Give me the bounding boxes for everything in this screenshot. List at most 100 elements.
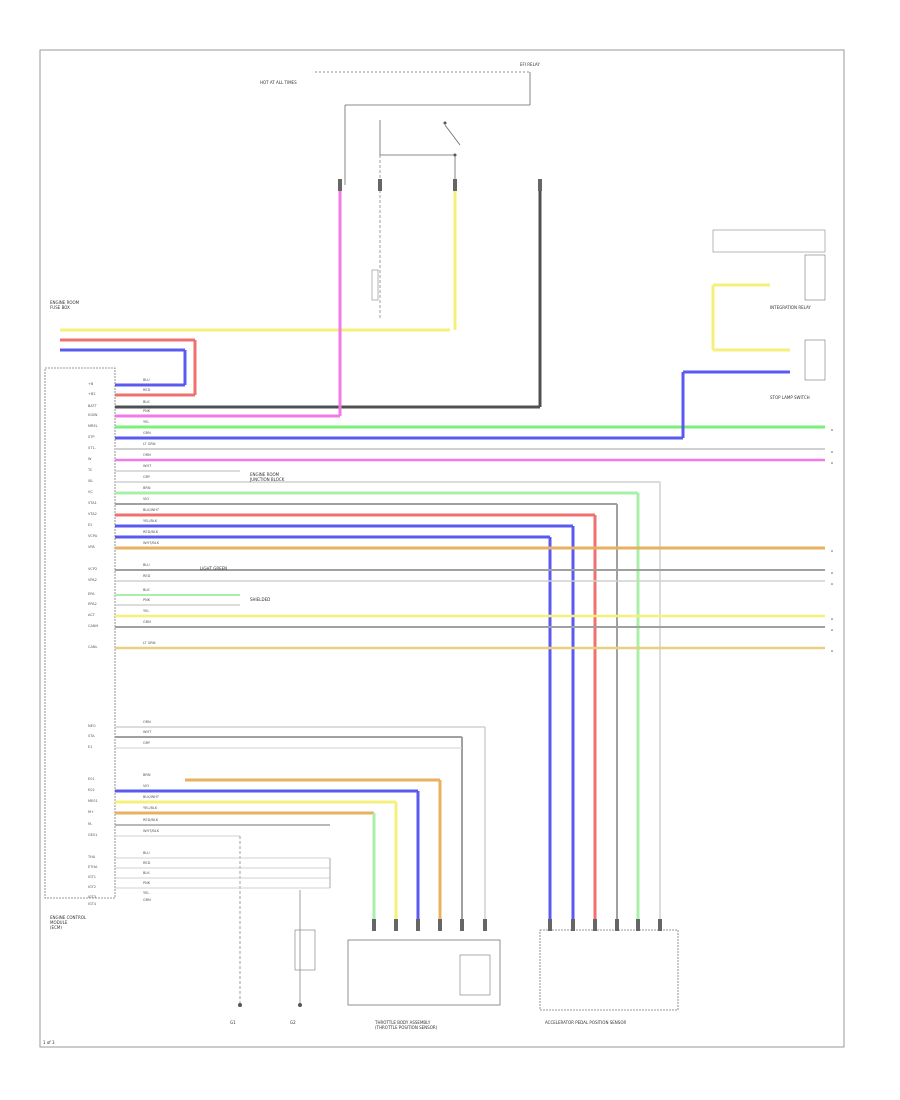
ecm-pin-label: MREL (88, 424, 98, 428)
connector-terminal (538, 179, 542, 191)
ecm-pin-label: IGSW (88, 413, 98, 417)
wire-code-label: BLK (143, 871, 150, 875)
note-light-green: LIGHT GREEN (200, 566, 228, 571)
wire-code-label: PNK (143, 598, 151, 602)
continuation-mark (831, 618, 833, 620)
page-number: 1 of 3 (43, 1040, 55, 1045)
continuation-mark (831, 462, 833, 464)
relay-terminal (443, 121, 447, 125)
ground-point-left (238, 1003, 242, 1007)
relay-label: EFI RELAY (520, 62, 540, 67)
ground-left-label: G1 (230, 1020, 236, 1025)
ecm-label: ENGINE CONTROL MODULE (ECM) (50, 915, 87, 930)
ecm-pin-label: VTA2 (88, 512, 97, 516)
wire-code-label: LT GRN (143, 641, 156, 645)
wire-code-label: RED (143, 574, 151, 578)
wire-code-label: BRN (143, 486, 151, 490)
connector-terminal (460, 919, 464, 931)
connector-terminal (378, 179, 382, 191)
ground-point-right (298, 1003, 302, 1007)
ecm-pin-label: M- (88, 822, 93, 826)
wire-code-label: ORN (143, 453, 151, 457)
wire-code-label: BLK (143, 588, 150, 592)
continuation-mark (831, 550, 833, 552)
integration-relay-label: INTEGRATION RELAY (770, 305, 811, 310)
connector-terminal (372, 919, 376, 931)
ecm-pin-label: TC (88, 468, 93, 472)
continuation-mark (831, 629, 833, 631)
ecm-pin-label: VPA2 (88, 578, 97, 582)
continuation-mark (831, 572, 833, 574)
wire-code-label: BLU (143, 851, 150, 855)
fuse-box-label: ENGINE ROOM FUSE BOX (50, 300, 80, 310)
ground-right-label: G2 (290, 1020, 296, 1025)
wire-code-label: LT GRN (143, 442, 156, 446)
app-sensor-box (539, 929, 679, 1011)
wire-code-label: RED/BLK (143, 818, 159, 822)
wire-code-label: BLU (143, 563, 150, 567)
wire-code-label: RED (143, 861, 151, 865)
wire-code-label: WHT (143, 464, 152, 468)
diagram-frame (39, 49, 845, 1048)
wire-code-label: PNK (143, 409, 151, 413)
wire-code-label: ORN (143, 720, 151, 724)
wire-code-label: PNK (143, 881, 151, 885)
hot-at-all-times-label: HOT AT ALL TIMES (260, 80, 297, 85)
continuation-mark (831, 650, 833, 652)
right-fuse-box (712, 229, 826, 253)
connector-terminal (658, 919, 662, 931)
continuation-mark (831, 429, 833, 431)
connector-terminal (571, 919, 575, 931)
wire-code-label: RED/BLK (143, 530, 159, 534)
diode-box (371, 269, 379, 301)
ecm-pin-label: CANL (88, 645, 98, 649)
wire-code-label: YEL/BLK (143, 806, 158, 810)
connector-terminal (593, 919, 597, 931)
wire-code-label: WHT/BLK (143, 541, 160, 545)
ecm-pin-label: EPA (88, 592, 95, 596)
wire-code-label: YEL/BLK (143, 519, 158, 523)
stop-lamp-switch-box (804, 339, 826, 381)
wire-code-label: WHT (143, 730, 152, 734)
ecm-pin-label: VPA (88, 545, 95, 549)
wire-code-label: BLK/WHT (143, 795, 160, 799)
ecm-pin-label: IGT4 (88, 902, 96, 906)
wire-code-label: GRN (143, 620, 151, 624)
connector-terminal (483, 919, 487, 931)
ecm-pin-label: CANH (88, 624, 99, 628)
ecm-pin-label: E02 (88, 788, 95, 792)
wire-code-label: RED (143, 388, 151, 392)
connector-terminal (615, 919, 619, 931)
ecm-pin-label: W (88, 457, 92, 461)
connector-terminal (416, 919, 420, 931)
ecm-pin-label: +B (88, 382, 94, 386)
wire-code-label: VIO (143, 497, 150, 501)
wire-code-label: YEL (143, 420, 150, 424)
wire-code-label: BLK/WHT (143, 508, 160, 512)
wire-code-label: GRN (143, 898, 151, 902)
ecm-pin-label: NEO (88, 724, 96, 728)
wire-code-label: GRY (143, 475, 151, 479)
integration-relay-box (804, 254, 826, 301)
wire-code-label: VIO (143, 784, 150, 788)
ecm-pin-label: ETHA (88, 865, 98, 869)
stop-lamp-switch-label: STOP LAMP SWITCH (770, 395, 810, 400)
ecm-pin-label: ACT (88, 613, 95, 617)
ecm-pin-label: E01 (88, 777, 95, 781)
throttle-body-box (347, 939, 501, 1006)
wire-code-label: BLK (143, 400, 150, 404)
ecm-box (44, 367, 116, 899)
ecm-pin-label: VTA1 (88, 501, 97, 505)
tps-label: THROTTLE BODY ASSEMBLY (THROTTLE POSITIO… (375, 1020, 438, 1030)
ecm-pin-label: STP (88, 435, 95, 439)
ecm-pin-label: E1 (88, 745, 93, 749)
ecm-pin-label: STA (88, 734, 95, 738)
connector-terminal (453, 179, 457, 191)
ecm-pin-label: E2 (88, 523, 93, 527)
ecm-pin-label: EPA2 (88, 602, 97, 606)
ecm-pin-label: VCP2 (88, 567, 98, 571)
ecm-pin-label: M+ (88, 810, 94, 814)
wire-code-label: YEL (143, 891, 150, 895)
